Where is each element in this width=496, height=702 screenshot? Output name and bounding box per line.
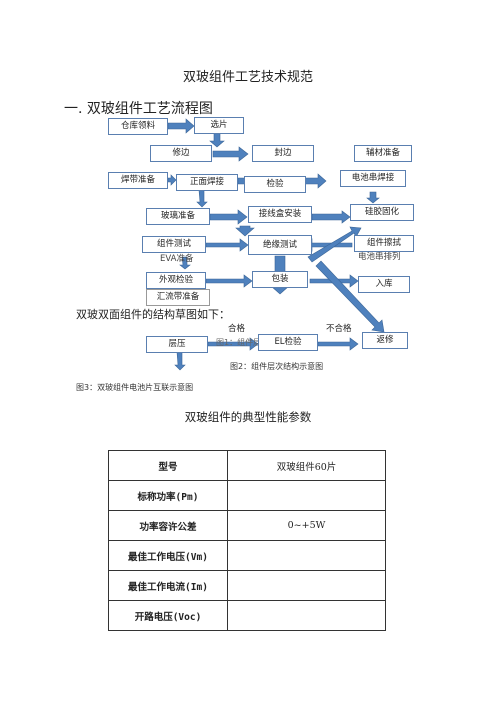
box-string-weld: 电池串焊接 bbox=[340, 170, 406, 187]
label-fail: 不合格 bbox=[326, 324, 352, 334]
caption-fig2: 图2：组件层次结构示意图 bbox=[230, 362, 324, 371]
spec-value bbox=[227, 540, 386, 571]
table-row: 最佳工作电压(Vm) bbox=[108, 540, 386, 571]
arrow-el-repair bbox=[317, 337, 359, 351]
structure-intro: 双玻双面组件的结构草图如下： bbox=[76, 308, 230, 321]
spec-value: 0~+5W bbox=[227, 510, 386, 541]
caption-fig3: 图3：双玻组件电池片互联示意图 bbox=[76, 383, 194, 392]
box-wipe: 组件擦拭 bbox=[354, 235, 414, 252]
table-row: 功率容许公差 0~+5W bbox=[108, 510, 386, 541]
flowchart-arrows bbox=[167, 118, 385, 371]
box-aux: 辅材准备 bbox=[354, 145, 412, 162]
arrow-trim-seal bbox=[212, 146, 249, 162]
table-row: 标称功率(Pm) bbox=[108, 480, 386, 511]
arrow-center-down bbox=[235, 225, 255, 237]
box-sort: 选片 bbox=[194, 117, 244, 134]
spec-value bbox=[227, 570, 386, 601]
box-ribbon: 焊带准备 bbox=[108, 172, 168, 189]
arrow-laminate-el bbox=[207, 337, 259, 351]
arrow-visual-pack bbox=[205, 274, 253, 288]
arrow-down-1 bbox=[196, 189, 208, 208]
box-trim: 修边 bbox=[150, 145, 212, 162]
spec-key: 型号 bbox=[108, 450, 228, 481]
arrow-diagonal-left bbox=[307, 226, 362, 263]
arrow-test-down bbox=[179, 256, 191, 270]
table-row: 开路电压(Voc) bbox=[108, 600, 386, 631]
caption-fig1: 图1：组件层次结构 bbox=[216, 338, 286, 347]
box-laminate: 层压 bbox=[146, 336, 208, 353]
box-glass: 玻璃准备 bbox=[146, 208, 210, 225]
box-inspect: 检验 bbox=[244, 176, 306, 193]
box-silicone: 硅胶固化 bbox=[350, 204, 414, 221]
arrow-jbox-silicone bbox=[311, 210, 351, 224]
box-el: EL检验 bbox=[258, 334, 318, 351]
spec-table: 型号 双玻组件60片 标称功率(Pm) 功率容许公差 0~+5W 最佳工作电压(… bbox=[108, 450, 386, 631]
arrow-diagonal-repair bbox=[315, 260, 385, 333]
table-row: 最佳工作电流(Im) bbox=[108, 570, 386, 601]
spec-subtitle: 双玻组件的典型性能参数 bbox=[184, 410, 312, 424]
spec-value bbox=[227, 600, 386, 631]
arrow-down-2 bbox=[366, 191, 380, 204]
box-visual: 外观检验 bbox=[146, 272, 206, 289]
box-front-weld: 正面焊接 bbox=[176, 174, 238, 191]
box-eva-hidden: EVA准备 bbox=[160, 254, 194, 264]
arrow-warehouse-sort bbox=[167, 118, 195, 134]
box-jbox: 接线盒安装 bbox=[248, 206, 312, 223]
box-seal: 封边 bbox=[252, 145, 314, 162]
table-row: 型号 双玻组件60片 bbox=[108, 450, 386, 481]
box-busbar: 汇流带准备 bbox=[146, 289, 210, 306]
arrow-sort-down bbox=[209, 132, 225, 148]
spec-key: 开路电压(Voc) bbox=[108, 600, 228, 631]
arrow-laminate-down bbox=[174, 351, 186, 371]
spec-key: 功率容许公差 bbox=[108, 510, 228, 541]
spec-value bbox=[227, 480, 386, 511]
spec-key: 最佳工作电流(Im) bbox=[108, 570, 228, 601]
section-heading: 一. 双玻组件工艺流程图 bbox=[64, 101, 213, 117]
box-pack: 包装 bbox=[252, 271, 308, 288]
box-repair: 返修 bbox=[362, 332, 408, 349]
box-store: 入库 bbox=[358, 276, 410, 293]
arrow-test-insulation bbox=[205, 238, 249, 252]
label-pass: 合格 bbox=[228, 324, 246, 334]
arrow-ribbon-front bbox=[167, 174, 177, 186]
arrow-glass-jbox bbox=[209, 209, 248, 225]
spec-key: 最佳工作电压(Vm) bbox=[108, 540, 228, 571]
box-string-layout-hidden: 电池串排列 bbox=[358, 252, 401, 262]
box-module-test: 组件测试 bbox=[142, 236, 206, 253]
document-title: 双玻组件工艺技术规范 bbox=[182, 70, 313, 85]
box-insulation: 绝缘测试 bbox=[248, 235, 312, 255]
spec-key: 标称功率(Pm) bbox=[108, 480, 228, 511]
box-warehouse: 仓库领料 bbox=[108, 118, 168, 135]
spec-value: 双玻组件60片 bbox=[227, 450, 386, 481]
